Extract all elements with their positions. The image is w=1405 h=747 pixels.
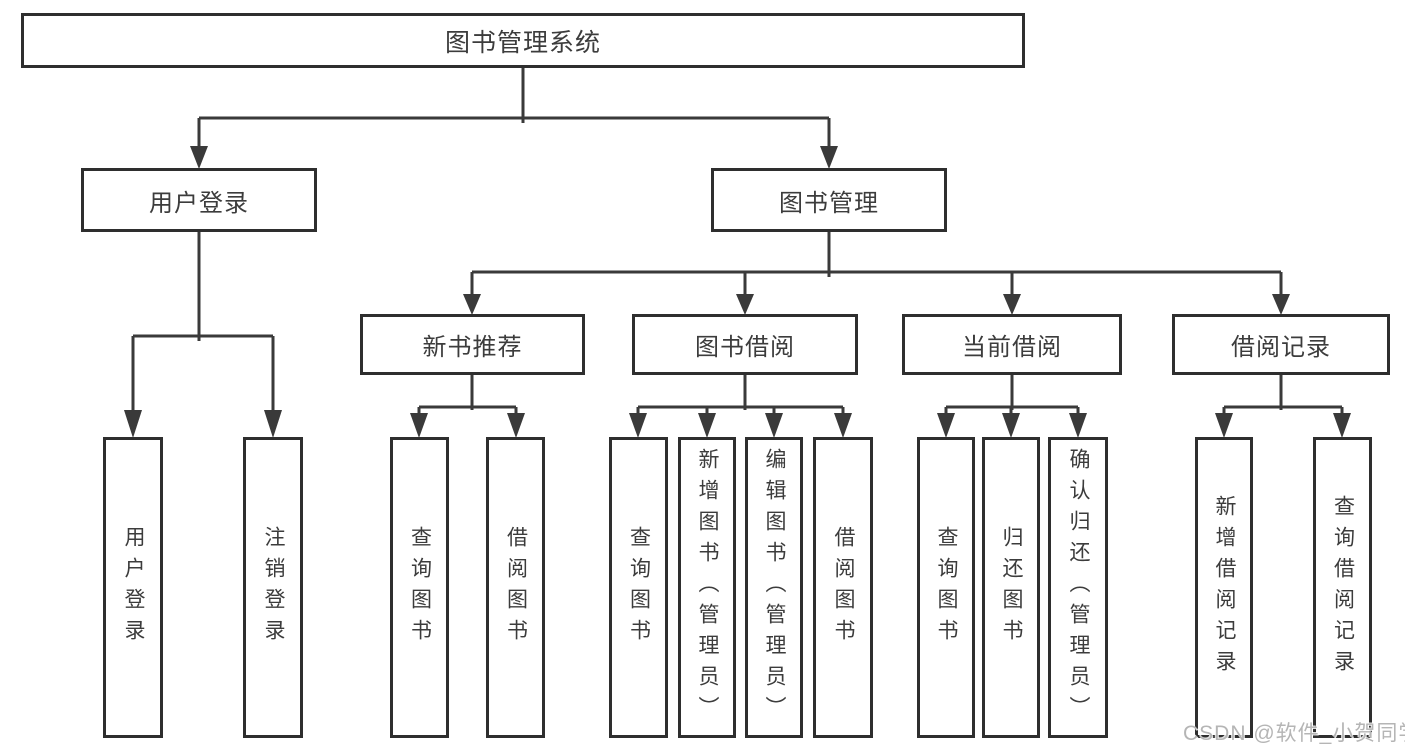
leaf-label: 查询借阅记录 [1331, 494, 1355, 681]
node-borrowing-records: 借阅记录 [1172, 314, 1390, 375]
arrowhead [507, 413, 525, 438]
node-library-management-system: 图书管理系统 [21, 13, 1025, 68]
node-current-borrowing: 当前借阅 [902, 314, 1122, 375]
node-new-book-recommendation: 新书推荐 [360, 314, 585, 375]
arrowhead [1003, 294, 1021, 315]
leaf-add-borrow-record: 新增借阅记录 [1195, 437, 1253, 738]
leaf-query-books-recommend: 查询图书 [390, 437, 449, 738]
leaf-confirm-return-admin: 确认归还（管理员） [1048, 437, 1108, 738]
leaf-label: 借阅图书 [832, 525, 856, 650]
arrowhead [1002, 413, 1020, 438]
leaf-query-books-borrow: 查询图书 [609, 437, 668, 738]
leaf-edit-books-admin: 编辑图书（管理员） [745, 437, 803, 738]
node-book-management: 图书管理 [711, 168, 947, 232]
leaf-label: 查询图书 [935, 525, 959, 650]
leaf-label: 新增借阅记录 [1213, 494, 1237, 681]
arrowhead [698, 413, 716, 438]
leaf-label: 确认归还（管理员） [1067, 448, 1091, 727]
node-user-login: 用户登录 [81, 168, 317, 232]
leaf-label: 编辑图书（管理员） [763, 448, 787, 727]
leaf-label: 借阅图书 [504, 525, 528, 650]
arrowhead [765, 413, 783, 438]
arrowhead [1215, 413, 1233, 438]
leaf-user-login: 用户登录 [103, 437, 163, 738]
leaf-borrow-books-recommend: 借阅图书 [486, 437, 545, 738]
leaf-label: 查询图书 [627, 525, 651, 650]
leaf-add-books-admin: 新增图书（管理员） [678, 437, 736, 738]
leaf-return-books: 归还图书 [982, 437, 1040, 738]
arrowhead [736, 294, 754, 315]
leaf-label: 归还图书 [1000, 525, 1024, 650]
arrowhead [820, 146, 838, 169]
csdn-watermark: CSDN @软件_小贺同学 [1183, 722, 1405, 745]
arrowhead [264, 410, 282, 438]
arrowhead [834, 413, 852, 438]
arrowhead [410, 413, 428, 438]
leaf-logout: 注销登录 [243, 437, 303, 738]
leaf-borrow-books: 借阅图书 [813, 437, 873, 738]
arrowhead [1272, 294, 1290, 315]
leaf-label: 新增图书（管理员） [696, 448, 720, 727]
arrowhead [937, 413, 955, 438]
leaf-label: 查询图书 [408, 525, 432, 650]
leaf-query-borrow-record: 查询借阅记录 [1313, 437, 1372, 738]
node-book-borrowing: 图书借阅 [632, 314, 858, 375]
arrowhead [1069, 413, 1087, 438]
leaf-label: 注销登录 [262, 525, 286, 650]
arrowhead [1333, 413, 1351, 438]
leaf-query-books-current: 查询图书 [917, 437, 975, 738]
leaf-label: 用户登录 [122, 525, 146, 650]
arrowhead [190, 146, 208, 169]
arrowhead [463, 294, 481, 315]
arrowhead [124, 410, 142, 438]
arrowhead [629, 413, 647, 438]
